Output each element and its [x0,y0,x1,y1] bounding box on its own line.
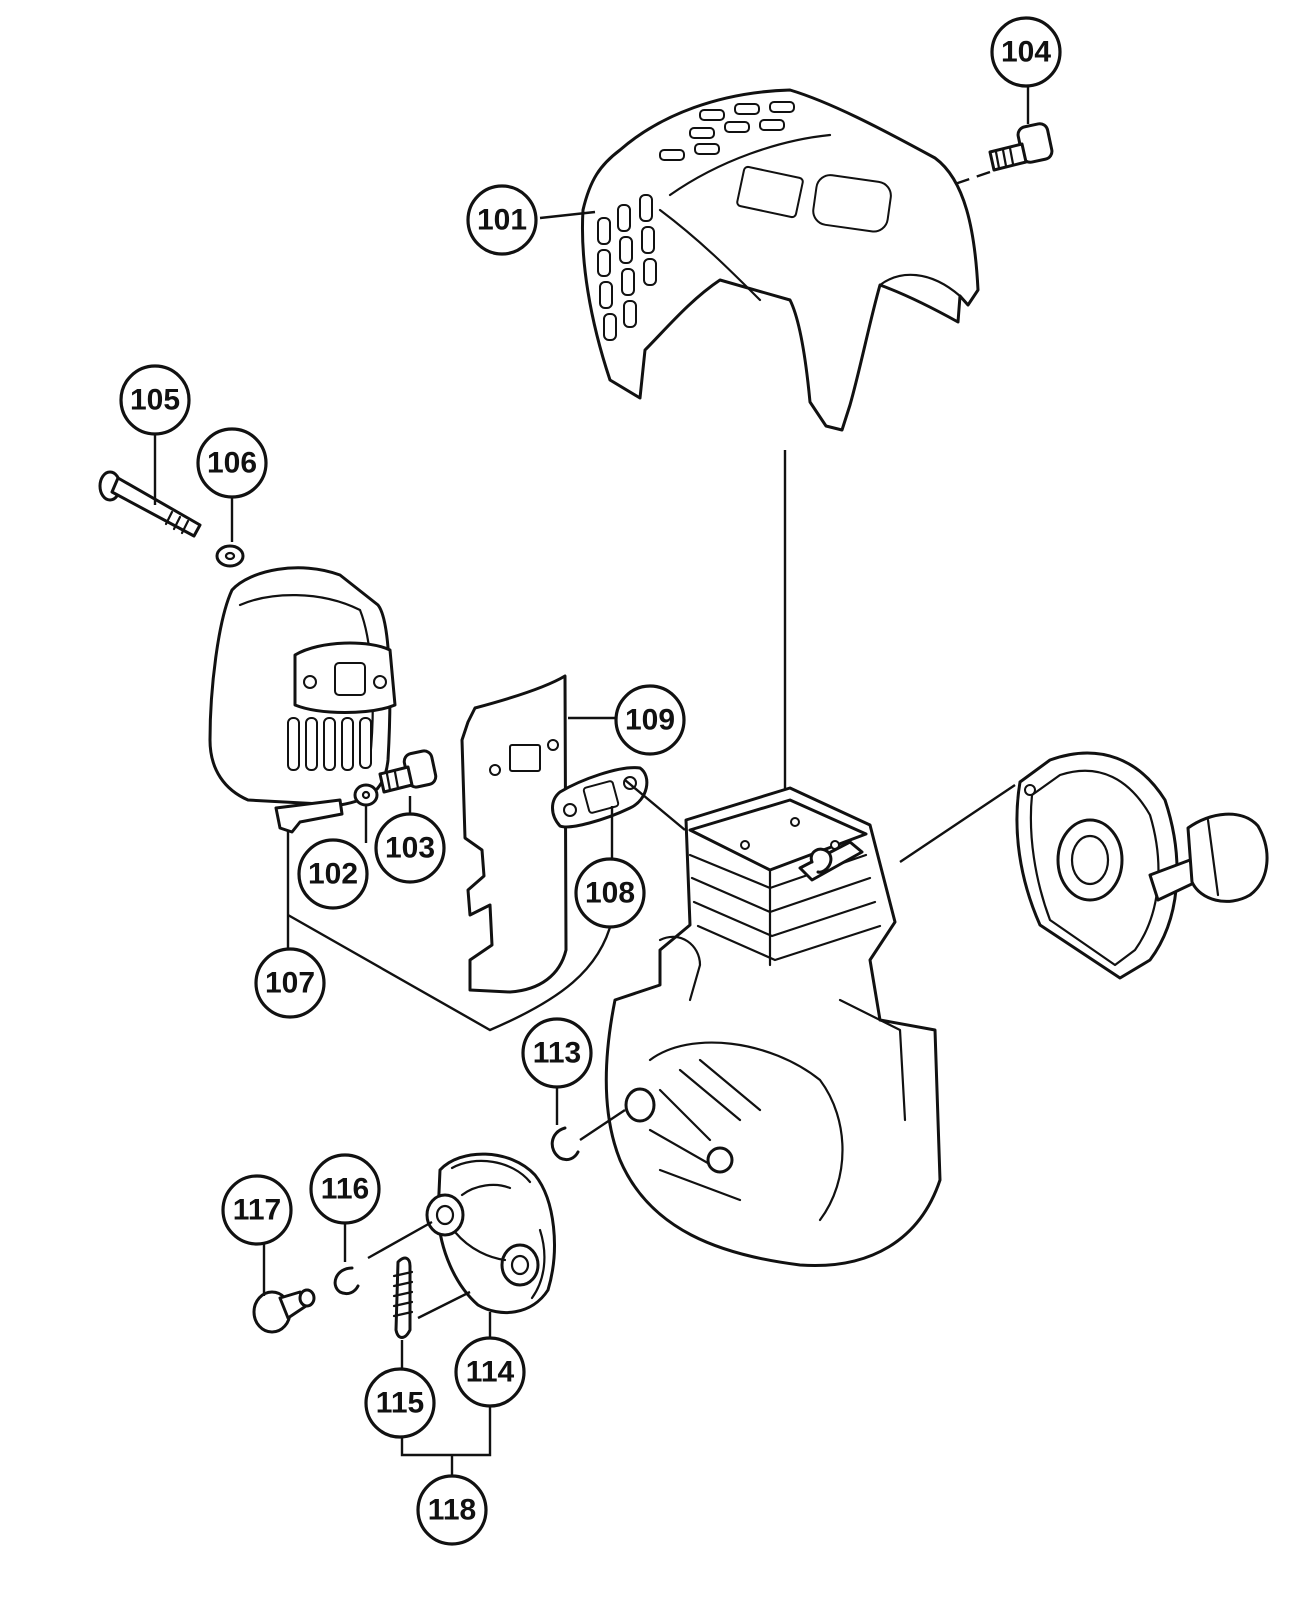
callout-117: 117 [221,1174,293,1246]
callout-108-label: 108 [585,877,635,910]
bolt-105 [98,470,202,538]
screw-117 [252,1288,316,1334]
callout-118-label: 118 [428,1494,476,1527]
leader-lines [153,84,1030,1478]
callout-116: 116 [309,1153,381,1225]
callout-108: 108 [574,857,646,929]
callout-105: 105 [119,364,191,436]
callout-107: 107 [254,947,326,1019]
callout-113: 113 [521,1017,593,1089]
cover-vent-slots [597,101,795,341]
engine-cylinder-crankcase [604,786,942,1268]
clutch-114 [425,1152,556,1315]
washer-102 [353,783,379,807]
bolt-103 [378,749,438,794]
callout-114-label: 114 [466,1356,515,1389]
engine-cover-101 [581,88,980,432]
clip-116 [333,1266,360,1296]
callout-106: 106 [196,427,268,499]
washer-106 [215,544,245,568]
callout-102: 102 [297,838,369,910]
callout-104: 104 [990,16,1062,88]
callout-116-label: 116 [321,1173,369,1206]
screw-104 [954,122,1054,186]
gasket-108 [551,766,649,829]
callout-113-label: 113 [533,1037,581,1070]
callout-103-label: 103 [385,832,435,865]
callout-114: 114 [454,1336,526,1408]
callout-107-label: 107 [265,967,315,1000]
callout-118: 118 [416,1474,488,1546]
callout-109: 109 [614,684,686,756]
callout-109-label: 109 [625,704,675,737]
callout-115: 115 [364,1367,436,1439]
muffler [208,566,397,834]
callout-106-label: 106 [207,447,257,480]
callout-115-label: 115 [376,1387,424,1420]
callout-101-label: 101 [477,204,527,237]
clip-113 [550,1126,580,1162]
heat-shield-109 [460,674,568,994]
callout-102-label: 102 [308,858,358,891]
callout-105-label: 105 [130,384,180,417]
callout-117-label: 117 [233,1194,281,1227]
spring-115 [392,1256,414,1339]
recoil-starter [1015,751,1269,980]
callout-104-label: 104 [1001,36,1051,69]
muffler-fins [287,717,372,771]
callout-103: 103 [374,812,446,884]
callout-101: 101 [466,184,538,256]
